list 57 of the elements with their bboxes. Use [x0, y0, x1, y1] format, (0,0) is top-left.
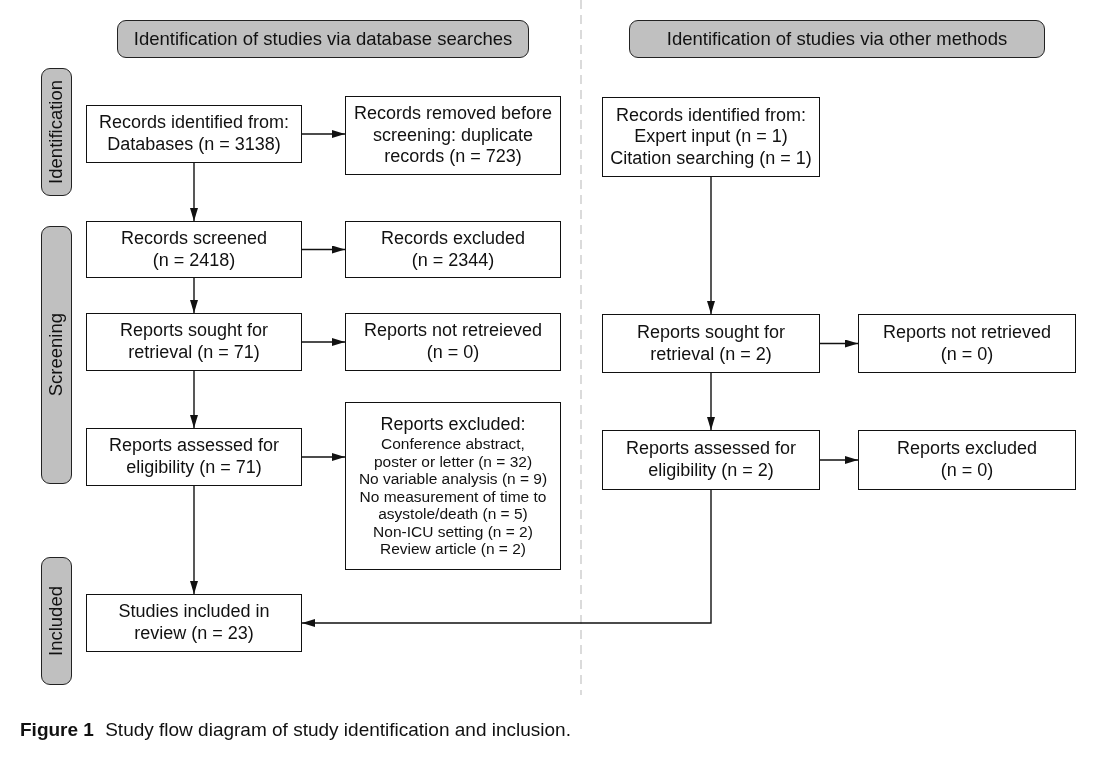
process-box: [86, 594, 302, 652]
arrow: [819, 456, 859, 464]
step-text: Reports sought for retrieval (n = 71): [118, 320, 270, 364]
step-text: Reports not retreieved (n = 0): [362, 320, 544, 364]
list-heading: Reports excluded:: [380, 414, 526, 436]
header-title: Identification of studies via other methods: [666, 28, 1008, 50]
step-text: Records removed before screening: duplicate records (n = 723): [352, 103, 554, 168]
process-box: [602, 97, 820, 177]
phase-band: [41, 557, 72, 685]
process-box: [858, 430, 1076, 490]
phase-label: Identification: [46, 80, 67, 184]
arrow: [190, 370, 198, 429]
arrow: [301, 245, 346, 254]
process-box: [602, 430, 820, 490]
step-text: Reports assessed for eligibility (n = 71): [107, 435, 281, 479]
phase-band: [41, 68, 72, 196]
exclusion-reason: No measurement of time to asystole/death (n = 5): [358, 487, 548, 523]
process-box: [345, 221, 561, 278]
exclusion-box: [345, 402, 561, 570]
figure-caption: Figure 1 Study flow diagram of study identification and inclusion.: [20, 719, 571, 741]
process-box: [86, 428, 302, 486]
arrow: [190, 277, 198, 314]
step-text: Reports excluded (n = 0): [895, 438, 1039, 482]
process-box: [345, 96, 561, 175]
exclusion-reason: No variable analysis (n = 9): [358, 470, 548, 488]
arrow: [819, 339, 859, 348]
process-box: [602, 314, 820, 373]
arrow: [301, 130, 346, 138]
arrow: [301, 453, 346, 461]
arrow: [190, 162, 198, 222]
process-box: [86, 221, 302, 278]
step-text: Reports assessed for eligibility (n = 2): [624, 438, 798, 482]
section-header: [117, 20, 529, 58]
exclusion-reason: Non-ICU setting (n = 2): [373, 522, 533, 541]
step-text: Records identified from: Databases (n = 3138): [97, 112, 291, 156]
section-header: [629, 20, 1045, 58]
header-title: Identification of studies via database searches: [133, 28, 513, 50]
process-box: [86, 105, 302, 163]
arrow: [301, 338, 346, 346]
exclusion-reason: Conference abstract, poster or letter (n = 32): [372, 435, 534, 471]
arrow: [190, 485, 198, 595]
arrow: [707, 372, 715, 431]
process-box: [858, 314, 1076, 373]
phase-band: [41, 226, 72, 484]
step-text: Records excluded (n = 2344): [379, 227, 527, 272]
step-text: Reports sought for retrieval (n = 2): [635, 321, 787, 366]
phase-label: Included: [46, 586, 67, 656]
process-box: [345, 313, 561, 371]
process-box: [86, 313, 302, 371]
step-text: Studies included in review (n = 23): [117, 601, 271, 645]
phase-label: Screening: [46, 313, 67, 397]
step-text: Reports not retrieved (n = 0): [881, 321, 1053, 366]
step-text: Records identified from: Expert input (n = 1) Citation searching (n = 1): [609, 104, 813, 170]
arrow: [707, 176, 715, 315]
arrow: [301, 489, 712, 627]
step-text: Records screened (n = 2418): [119, 227, 269, 272]
exclusion-reason: Review article (n = 2): [380, 540, 526, 558]
